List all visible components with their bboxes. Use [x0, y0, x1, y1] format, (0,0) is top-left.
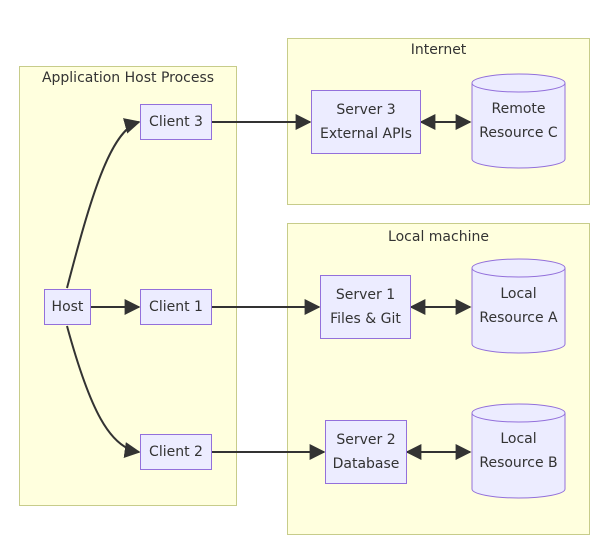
node-label-line2: Files & Git	[330, 311, 401, 327]
node-label-line2: Resource C	[479, 125, 558, 141]
group-title: Application Host Process	[41, 70, 215, 86]
edge-host-client2	[66, 325, 141, 458]
node-label: Client 1	[149, 299, 203, 315]
node-label-line2: External APIs	[320, 126, 412, 142]
node-resource-b[interactable]: Local Resource B	[471, 403, 566, 499]
cylinder-shape	[471, 73, 566, 169]
node-client1[interactable]: Client 1	[140, 289, 212, 325]
node-label-line1: Local	[500, 286, 537, 302]
node-client3[interactable]: Client 3	[140, 104, 212, 140]
cylinder-shape	[471, 258, 566, 354]
node-label-line1: Server 1	[335, 287, 396, 303]
node-label-line1: Remote	[491, 101, 546, 117]
node-host[interactable]: Host	[44, 289, 91, 325]
node-server1[interactable]: Server 1 Files & Git	[320, 275, 411, 339]
node-label: Client 2	[149, 444, 203, 460]
cylinder-shape	[471, 403, 566, 499]
node-label-line2: Database	[332, 456, 400, 472]
group-title: Local machine	[388, 229, 489, 245]
node-label-line2: Resource A	[479, 310, 558, 326]
node-label-line1: Server 3	[336, 102, 396, 118]
node-label-line1: Local	[500, 431, 537, 447]
node-label-line1: Server 2	[336, 432, 396, 448]
node-server2[interactable]: Server 2 Database	[325, 420, 407, 484]
node-client2[interactable]: Client 2	[140, 434, 212, 470]
node-label: Host	[51, 299, 84, 315]
node-resource-a[interactable]: Local Resource A	[471, 258, 566, 354]
node-resource-c[interactable]: Remote Resource C	[471, 73, 566, 169]
group-title: Internet	[410, 42, 467, 58]
edge-host-client3	[66, 118, 141, 289]
node-label-line2: Resource B	[479, 455, 558, 471]
node-label: Client 3	[149, 114, 203, 130]
node-server3[interactable]: Server 3 External APIs	[311, 90, 421, 154]
